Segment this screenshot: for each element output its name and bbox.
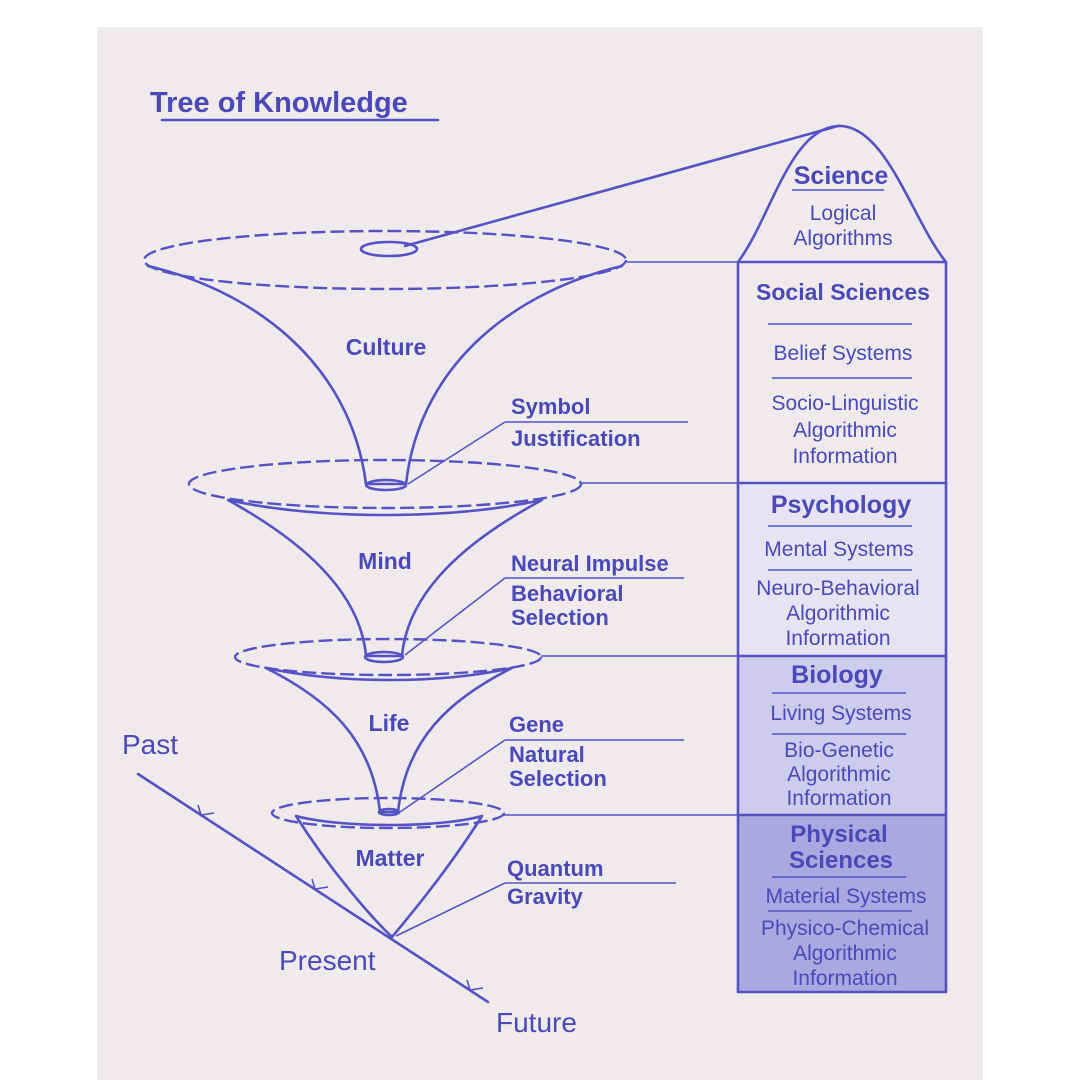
disc-mind bbox=[187, 458, 583, 510]
mechanism-life-line: Gene bbox=[509, 712, 564, 737]
column-segment-physical-fill bbox=[738, 815, 946, 992]
column-segment-biology-fill bbox=[738, 656, 946, 815]
level-label-mind: Mind bbox=[358, 548, 412, 574]
physical-sciences-info-line: Information bbox=[792, 967, 897, 990]
science-info-line: Logical bbox=[810, 202, 877, 225]
level-label-life: Life bbox=[369, 710, 410, 736]
funnel-mind: Mind bbox=[187, 458, 583, 664]
level-label-culture: Culture bbox=[346, 334, 427, 360]
leader-line bbox=[395, 882, 506, 937]
psychology-info-line: Algorithmic bbox=[786, 602, 890, 625]
mechanism-culture-line: Justification bbox=[511, 426, 641, 451]
physical-sciences-info-line: Physico-Chemical bbox=[761, 917, 929, 940]
cone-mind bbox=[226, 498, 544, 658]
physical-sciences-systems: Material Systems bbox=[765, 885, 926, 908]
timeline-present-label: Present bbox=[279, 945, 376, 976]
leader-line bbox=[399, 739, 506, 813]
disc-connectors bbox=[503, 261, 738, 816]
timeline-future-label: Future bbox=[496, 1007, 577, 1038]
level-label-matter: Matter bbox=[355, 845, 424, 871]
throat-culture bbox=[364, 478, 408, 492]
leader-line bbox=[404, 577, 506, 656]
physical-sciences-heading: Sciences bbox=[789, 847, 893, 874]
time-tick bbox=[314, 886, 329, 890]
biology-systems: Living Systems bbox=[770, 702, 911, 725]
knowledge-column: Science Logical Algorithms Social Scienc… bbox=[736, 124, 948, 994]
time-tick bbox=[469, 987, 484, 991]
mechanism-culture-line: Symbol bbox=[511, 394, 590, 419]
mechanism-matter-line: Gravity bbox=[507, 884, 584, 909]
timeline: Past Present Future bbox=[122, 729, 577, 1038]
social-sciences-heading: Social Sciences bbox=[756, 279, 930, 305]
psychology-systems: Mental Systems bbox=[764, 538, 913, 561]
psychology-heading: Psychology bbox=[771, 491, 911, 519]
disc-culture bbox=[142, 229, 628, 291]
psychology-info-line: Information bbox=[785, 627, 890, 650]
time-tick bbox=[200, 812, 215, 816]
diagram-title: Tree of Knowledge bbox=[150, 87, 408, 119]
time-tick bbox=[466, 979, 471, 991]
science-heading: Science bbox=[794, 162, 889, 190]
mechanism-labels: Symbol Justification Neural Impulse Beha… bbox=[395, 394, 688, 937]
cone-culture bbox=[146, 264, 624, 486]
mechanism-matter-line: Quantum bbox=[507, 856, 604, 881]
column-outline bbox=[736, 260, 948, 994]
cone-matter bbox=[294, 814, 484, 939]
science-info-line: Algorithms bbox=[793, 227, 892, 250]
psychology-info-line: Neuro-Behavioral bbox=[756, 577, 919, 600]
time-tick bbox=[311, 878, 316, 890]
throat-mind bbox=[363, 650, 405, 664]
mechanism-mind-line: Neural Impulse bbox=[511, 551, 669, 576]
social-sciences-info-line: Socio-Linguistic bbox=[771, 392, 918, 415]
timeline-past-label: Past bbox=[122, 729, 178, 760]
leader-line bbox=[407, 421, 506, 485]
social-sciences-info-line: Information bbox=[792, 445, 897, 468]
mechanism-life-line: Selection bbox=[509, 766, 607, 791]
mechanism-mind-line: Selection bbox=[511, 605, 609, 630]
biology-info-line: Information bbox=[786, 787, 891, 810]
science-node bbox=[359, 240, 419, 258]
physical-sciences-heading: Physical bbox=[790, 821, 887, 848]
disc-life bbox=[233, 637, 543, 677]
funnel-life: Life bbox=[233, 637, 543, 817]
mechanism-mind-line: Behavioral bbox=[511, 581, 624, 606]
disc-matter bbox=[270, 796, 506, 830]
cone-life bbox=[264, 666, 514, 814]
biology-info-line: Bio-Genetic bbox=[784, 739, 894, 762]
science-zoom-line bbox=[403, 124, 840, 248]
biology-heading: Biology bbox=[791, 661, 883, 689]
time-tick bbox=[197, 804, 202, 816]
physical-sciences-info-line: Algorithmic bbox=[793, 942, 897, 965]
social-sciences-info-line: Algorithmic bbox=[793, 419, 897, 442]
funnel-matter: Matter bbox=[270, 796, 506, 939]
social-sciences-systems: Belief Systems bbox=[774, 342, 913, 365]
mechanism-life-line: Natural bbox=[509, 742, 585, 767]
funnel-culture: Culture bbox=[142, 229, 628, 492]
time-axis bbox=[136, 772, 490, 1004]
throat-life bbox=[377, 807, 401, 817]
biology-info-line: Algorithmic bbox=[787, 763, 891, 786]
